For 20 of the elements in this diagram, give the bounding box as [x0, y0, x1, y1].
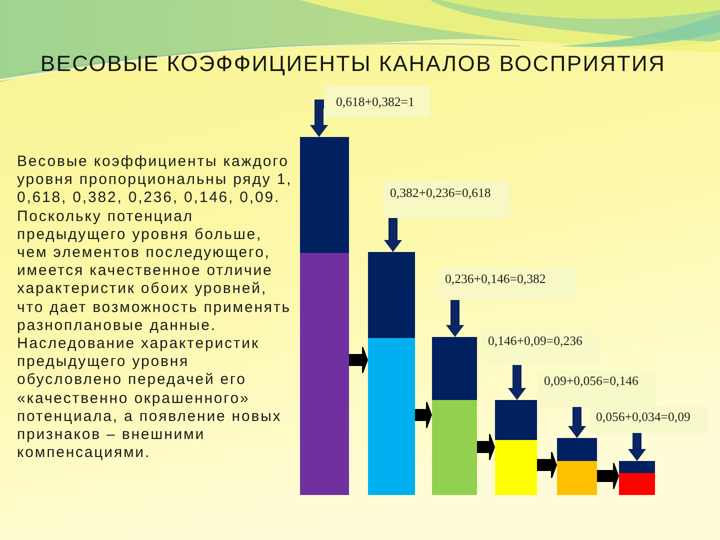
arrow	[568, 407, 586, 438]
description-text: Весовые коэффициенты каждого уровня пропорциональны ряду 1, 0,618, 0,382, 0,236, 0,146, 0,09. Поскольку потенциал предыдущего уровня больше, чем элементов последующего, имеется качественное отличие характеристик обоих уровней, что дает возможность применять разноплановые данные. Наследование характеристик предыдущего уровня обусловлено передачей его «качественно окрашенного» потенциала, а появление новых признаков – внешними компенсациями.	[17, 153, 293, 462]
stacked-bar	[300, 137, 349, 495]
formula-label: 0,056+0,034=0,09	[590, 407, 708, 433]
stacked-bar	[368, 252, 415, 495]
stacked-bar	[557, 438, 597, 495]
formula-label: 0,382+0,236=0,618	[383, 181, 510, 218]
title: ВЕСОВЫЕ КОЭФФИЦИЕНТЫ КАНАЛОВ ВОСПРИЯТИЯ	[39, 51, 667, 77]
stacked-bar	[619, 461, 655, 495]
formula-label: 0,146+0,09=0,236	[482, 332, 599, 365]
arrow	[508, 365, 526, 400]
arrow	[310, 100, 328, 137]
arrow	[628, 433, 646, 461]
formula-label: 0,618+0,382=1	[324, 86, 430, 118]
arrow	[384, 218, 402, 252]
stacked-bar	[495, 400, 537, 495]
formula-label: 0,236+0,146=0,382	[438, 268, 576, 300]
stacked-bar	[432, 337, 477, 495]
arrow	[446, 300, 464, 337]
formula-label: 0,09+0,056=0,146	[538, 371, 655, 407]
